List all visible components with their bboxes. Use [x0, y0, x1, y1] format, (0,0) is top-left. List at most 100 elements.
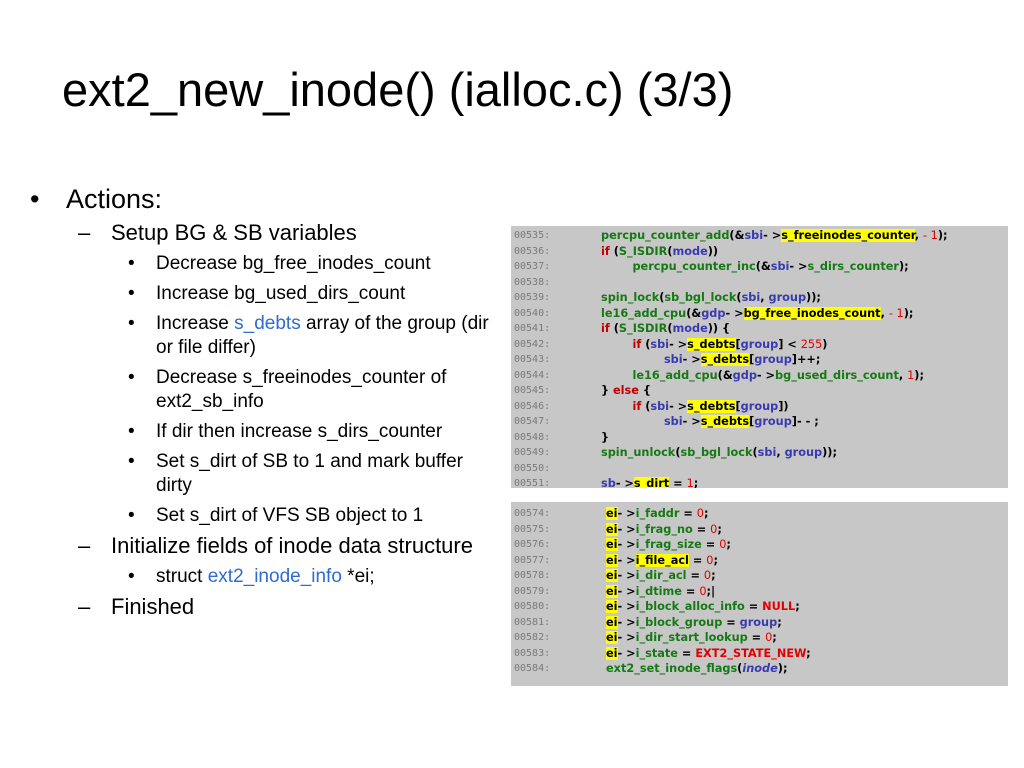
code-token: EXT2_STATE_NEW [695, 646, 807, 660]
item-text: Set s_dirt of SB to 1 and mark buffer di… [156, 451, 463, 496]
code-token: percpu_counter_add [601, 229, 730, 242]
code-token: - > [617, 631, 636, 644]
code-token: - > [617, 615, 636, 629]
code-token: } [601, 384, 613, 397]
code-token: ; [726, 538, 731, 551]
code-token: if [601, 244, 610, 258]
line-number: 00577: [514, 554, 551, 566]
line-number: 00584: [514, 663, 551, 674]
line-number: 00583: [514, 647, 551, 659]
code-line: 00536:if (S_ISDIR(mode)) [511, 244, 1008, 260]
code-token: group [754, 353, 792, 366]
dash-marker: – [78, 220, 91, 245]
code-token: if [632, 337, 642, 351]
bullet-marker: • [128, 505, 135, 526]
code-token: ;| [706, 584, 716, 598]
code-token: 0 [710, 522, 718, 536]
line-number: 00542: [514, 338, 551, 350]
line-number: 00581: [514, 616, 551, 628]
code-token: sb_bgl_lock [664, 291, 737, 304]
code-text: spin_lock(sb_bgl_lock(sbi, group)); [601, 290, 821, 306]
code-line: 00548:} [511, 430, 1008, 446]
code-token: - > [617, 646, 636, 660]
line-number: 00550: [514, 462, 551, 474]
code-token: 0 [696, 507, 704, 520]
code-token: ); [914, 368, 924, 382]
code-text: if (S_ISDIR(mode)) { [601, 321, 730, 337]
code-text: sb- >s_dirt = 1; [601, 476, 698, 488]
code-token: ( [641, 399, 651, 413]
code-token: i_frag_size [635, 538, 702, 551]
code-token: i_state [635, 646, 678, 660]
code-token: ei [606, 538, 618, 551]
bullet-marker: • [30, 184, 40, 214]
code-line: 00539:spin_lock(sb_bgl_lock(sbi, group))… [511, 290, 1008, 306]
code-token: (& [717, 368, 733, 382]
code-text: if (sbi- >s_debts[group] < 255) [601, 337, 827, 353]
bullet-list: • Actions: – Setup BG & SB variables • D… [30, 183, 500, 620]
code-token: ei [606, 553, 618, 567]
code-token: ( [667, 322, 673, 335]
code-token: ; [717, 522, 722, 536]
code-token: - > [682, 415, 701, 428]
dash-marker: – [78, 533, 91, 558]
code-token: 0 [765, 631, 773, 644]
code-token: group [740, 337, 779, 351]
code-token: - > [615, 477, 634, 488]
code-token: (& [729, 229, 745, 242]
code-token: = [681, 584, 700, 598]
item-text-post: array of the group (dir or file differ) [156, 313, 489, 358]
code-line: 00538: [511, 275, 1008, 291]
code-token: ei [606, 584, 618, 598]
code-token: { [638, 384, 651, 397]
code-token: - > [725, 306, 744, 320]
line-number: 00549: [514, 447, 551, 458]
code-token [601, 260, 632, 273]
code-line: 00578:ei- >i_dir_acl = 0; [511, 568, 1008, 584]
code-token: le16_add_cpu [632, 368, 718, 382]
code-token: S_ISDIR [618, 322, 668, 335]
code-token: = [679, 507, 697, 520]
code-token: spin_unlock [601, 446, 676, 459]
line-number: 00575: [514, 523, 551, 535]
slide-title: ext2_new_inode() (ialloc.c) (3/3) [62, 63, 734, 116]
code-token: , [760, 291, 769, 304]
code-token: ) [822, 337, 828, 351]
code-text: le16_add_cpu(&gdp- >bg_used_dirs_count, … [601, 368, 924, 384]
code-token: ( [737, 662, 743, 675]
code-token [601, 338, 632, 351]
code-token: = [677, 646, 696, 660]
code-line: 00575:ei- >i_frag_no = 0; [511, 522, 1008, 538]
code-line: 00540: le16_add_cpu(&gdp- >bg_free_inodes… [511, 306, 1008, 322]
code-token: ( [675, 446, 681, 459]
code-token: - > [617, 538, 636, 551]
code-token: i_dir_acl [635, 569, 687, 582]
line-number: 00540: [514, 307, 551, 319]
dash-marker: – [78, 594, 91, 619]
code-token: (& [686, 306, 702, 320]
code-token: ei [606, 646, 618, 660]
code-token: = [692, 522, 711, 536]
code-line: 00543: sbi- >s_debts[group]++; [511, 352, 1008, 368]
code-token: ] < [778, 337, 801, 351]
code-token: group [740, 399, 779, 413]
code-text: ei- >i_block_alloc_info = NULL; [606, 599, 800, 615]
code-text: sbi- >s_debts[group]++; [601, 352, 820, 368]
code-token: sbi [650, 399, 670, 413]
code-token: ( [736, 291, 742, 304]
line-number: 00545: [514, 385, 551, 396]
line-number: 00574: [514, 508, 551, 519]
line-number: 00547: [514, 416, 551, 427]
code-token: , [880, 306, 889, 320]
code-line: 00550: [511, 461, 1008, 477]
code-token: ); [777, 662, 788, 675]
code-text: le16_add_cpu(&gdp- >bg_free_inodes_count… [601, 306, 913, 322]
code-token: percpu_counter_inc [632, 260, 756, 273]
code-token: ( [641, 337, 651, 351]
code-text: } else { [601, 383, 651, 399]
code-token: sbi [770, 260, 790, 273]
sub-bullet-finished: – Finished [30, 594, 500, 620]
code-token: i_faddr [635, 507, 680, 520]
item-text: Decrease s_freeinodes_counter of ext2_sb… [156, 367, 447, 412]
code-token: [ [735, 399, 741, 413]
